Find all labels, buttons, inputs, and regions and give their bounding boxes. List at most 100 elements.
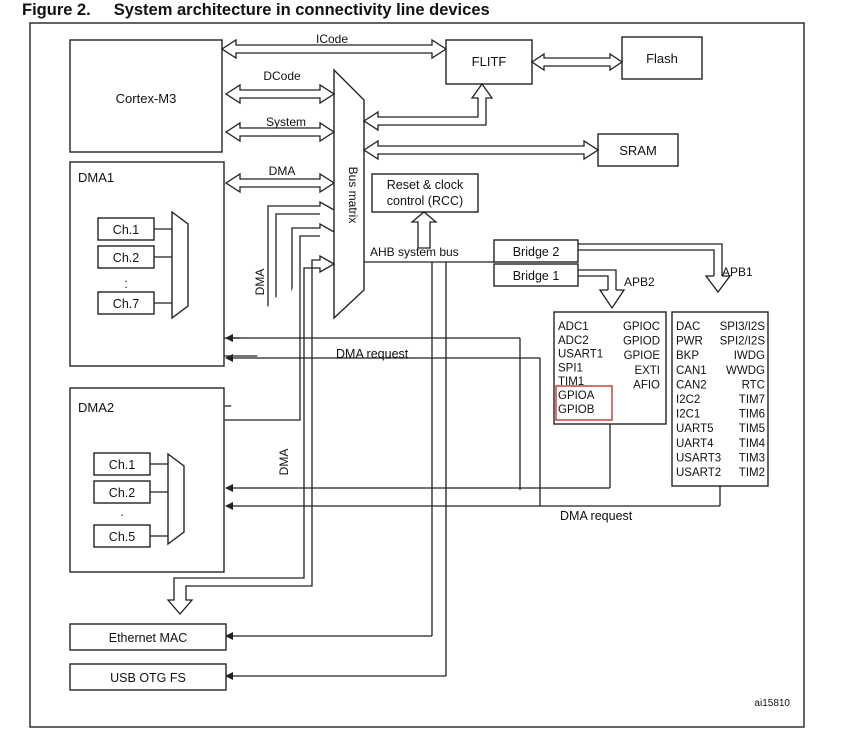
apb1-periph-can2: CAN2 bbox=[676, 379, 707, 391]
apb2-periph-exti: EXTI bbox=[634, 365, 660, 377]
apb2-arrow-head bbox=[598, 289, 626, 310]
rcc-label-line1: Reset & clock bbox=[387, 178, 464, 192]
dma1-channel-ellipsis2: . bbox=[124, 277, 127, 291]
apb2-label: APB2 bbox=[624, 275, 655, 289]
system-label: System bbox=[266, 115, 306, 129]
usb-otg-label: USB OTG FS bbox=[110, 671, 186, 685]
bus-matrix-block bbox=[333, 68, 365, 320]
flitf-block bbox=[445, 39, 533, 85]
usb-otg-block bbox=[69, 663, 227, 691]
bridge1-block bbox=[493, 263, 579, 287]
figure-caption: System architecture in connectivity line… bbox=[113, 1, 490, 19]
ethernet-dma-arrow bbox=[166, 254, 336, 615]
dma2-ch1-label: Ch.1 bbox=[109, 458, 135, 472]
dma-bus-label: DMA bbox=[269, 164, 296, 178]
dma-bus-arrow bbox=[224, 172, 336, 194]
ethernet-mac-block bbox=[69, 623, 227, 651]
flash-label: Flash bbox=[646, 51, 678, 66]
apb1-bus-lower bbox=[578, 249, 715, 276]
apb2-peripheral-box bbox=[553, 311, 667, 425]
cortex-m3-block bbox=[69, 39, 223, 153]
gpio-highlight-box bbox=[555, 385, 613, 421]
apb2-periph-gpioc: GPIOC bbox=[623, 321, 660, 333]
apb1-periph-tim3: TIM3 bbox=[739, 452, 765, 464]
dma1-ch7-label: Ch.7 bbox=[113, 297, 139, 311]
apb2-periph-usart1: USART1 bbox=[558, 349, 603, 361]
apb1-peripherals-right: SPI3/I2S SPI2/I2S IWDG WWDG RTC TIM7TIM6TIM5T… bbox=[720, 321, 766, 479]
dma-vertical-label-2: DMA bbox=[277, 449, 291, 476]
flitf-flash-arrow bbox=[530, 52, 624, 72]
apb1-label: APB1 bbox=[722, 265, 753, 279]
flash-block bbox=[621, 36, 703, 80]
dma2-ch5-label: Ch.5 bbox=[109, 530, 135, 544]
apb1-periph-tim7: TIM7 bbox=[739, 394, 765, 406]
apb1-periph-spi3-i2s: SPI3/I2S bbox=[720, 321, 766, 333]
apb1-periph-uart5: UART5 bbox=[676, 423, 714, 435]
apb2-periph-afio: AFIO bbox=[633, 379, 660, 391]
dcode-bus-arrow bbox=[224, 83, 336, 105]
dma2-channel-ellipsis: . bbox=[120, 505, 123, 519]
dma1-label: DMA1 bbox=[78, 170, 114, 185]
apb2-bus-lower bbox=[578, 275, 609, 290]
bus-matrix-label: Bus matrix bbox=[346, 167, 360, 224]
dma2-label: DMA2 bbox=[78, 400, 114, 415]
dma1-mux bbox=[171, 210, 189, 320]
sram-block bbox=[597, 133, 679, 167]
icode-bus-arrow bbox=[220, 38, 448, 60]
apb1-periph-tim4: TIM4 bbox=[739, 438, 766, 450]
flitf-label: FLITF bbox=[472, 54, 507, 69]
apb2-periph-gpioe: GPIOE bbox=[624, 350, 661, 362]
apb1-periph-iwdg: IWDG bbox=[734, 350, 765, 362]
dma-vertical-label-1: DMA bbox=[253, 269, 267, 296]
apb2-periph-adc1: ADC1 bbox=[558, 321, 589, 333]
apb2-periph-gpioa: GPIOA bbox=[558, 390, 595, 402]
outer-frame bbox=[29, 22, 805, 728]
rcc-block bbox=[371, 173, 479, 213]
apb1-periph-spi2-i2s: SPI2/I2S bbox=[720, 336, 766, 348]
apb1-periph-tim2: TIM2 bbox=[739, 467, 765, 479]
dma-request-label-2: DMA request bbox=[560, 509, 633, 523]
dma1-ch2-label: Ch.2 bbox=[113, 251, 139, 265]
apb1-periph-tim5: TIM5 bbox=[739, 423, 765, 435]
apb1-periph-rtc: RTC bbox=[742, 379, 765, 391]
dcode-label: DCode bbox=[263, 69, 301, 83]
apb1-periph-uart4: UART4 bbox=[676, 438, 714, 450]
bridge1-label: Bridge 1 bbox=[513, 269, 560, 283]
figure-title: Figure 2. System architecture in connect… bbox=[22, 1, 490, 20]
bridge2-label: Bridge 2 bbox=[513, 245, 560, 259]
sram-label: SRAM bbox=[619, 143, 657, 158]
apb1-periph-bkp: BKP bbox=[676, 350, 699, 362]
ethernet-mac-label: Ethernet MAC bbox=[109, 631, 188, 645]
matrix-flitf-arrow bbox=[362, 82, 494, 132]
apb1-periph-i2c1: I2C1 bbox=[676, 409, 700, 421]
apb2-periph-gpiod: GPIOD bbox=[623, 336, 660, 348]
bridge2-block bbox=[493, 239, 579, 263]
apb2-periph-gpiob: GPIOB bbox=[558, 404, 595, 416]
apb1-periph-usart2: USART2 bbox=[676, 467, 721, 479]
figure-number: Figure 2. bbox=[22, 1, 91, 19]
apb1-bus-upper bbox=[578, 243, 723, 276]
dma1-channel-ellipsis: . bbox=[124, 271, 127, 285]
apb1-periph-tim6: TIM6 bbox=[739, 409, 765, 421]
icode-label: ICode bbox=[316, 32, 348, 46]
apb1-periph-dac: DAC bbox=[676, 321, 700, 333]
system-bus-arrow bbox=[224, 121, 336, 143]
apb1-periph-wwdg: WWDG bbox=[726, 365, 765, 377]
dma-request-label-1: DMA request bbox=[336, 347, 409, 361]
apb1-periph-pwr: PWR bbox=[676, 336, 703, 348]
dma2-ch2-label: Ch.2 bbox=[109, 486, 135, 500]
cortex-m3-label: Cortex-M3 bbox=[116, 91, 177, 106]
dma1-ch1-label: Ch.1 bbox=[113, 223, 139, 237]
apb2-periph-spi1: SPI1 bbox=[558, 362, 583, 374]
apb1-peripherals-left: DACPWRBKPCAN1CAN2I2C2I2C1UART5UART4USART… bbox=[676, 321, 721, 479]
dma2-hollow-mid bbox=[224, 235, 320, 421]
apb1-arrow-head bbox=[704, 275, 732, 294]
footer-code: ai15810 bbox=[754, 698, 790, 709]
apb1-periph-usart3: USART3 bbox=[676, 452, 721, 464]
rcc-label-line2: control (RCC) bbox=[387, 194, 463, 208]
apb1-peripheral-box bbox=[671, 311, 769, 487]
apb2-peripherals-right: GPIOC GPIOD GPIOE EXTI AFIO bbox=[623, 321, 660, 391]
